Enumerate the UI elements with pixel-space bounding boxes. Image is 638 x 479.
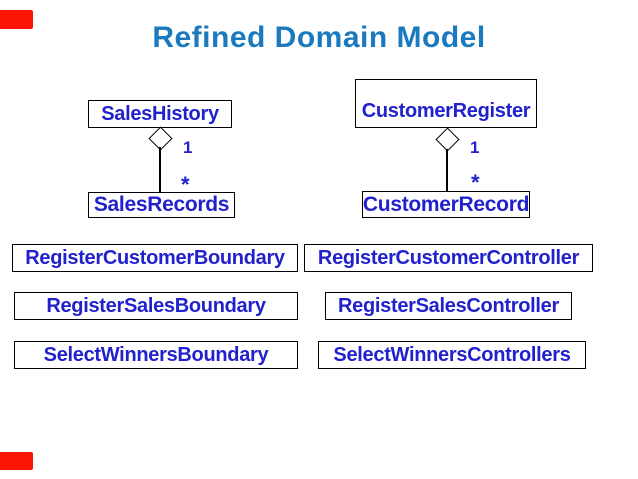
association-line xyxy=(159,147,161,193)
class-label-sales-history: SalesHistory xyxy=(101,102,219,125)
multiplicity-one-label: 1 xyxy=(183,138,193,157)
class-label: SelectWinnersBoundary xyxy=(43,343,269,366)
class-box-sales-history: SalesHistory xyxy=(88,100,232,128)
multiplicity-one-label: 1 xyxy=(470,138,480,157)
class-label-sales-records: SalesRecords xyxy=(93,193,230,216)
class-label: RegisterSalesController xyxy=(338,294,559,317)
class-box-sales-records: SalesRecords xyxy=(88,192,235,218)
class-label-customer-register: CustomerRegister xyxy=(361,100,531,122)
class-box-customer-record: CustomerRecord xyxy=(362,191,530,218)
class-box-register-customer-boundary: RegisterCustomerBoundary xyxy=(12,244,298,272)
class-box-customer-register: CustomerRegister xyxy=(355,79,537,128)
red-accent-top-bar xyxy=(0,10,33,29)
class-box-register-customer-controller: RegisterCustomerController xyxy=(304,244,593,272)
class-label-customer-record: CustomerRecord xyxy=(362,192,530,216)
aggregation-diamond-icon xyxy=(435,127,460,152)
slide-title: Refined Domain Model xyxy=(152,21,486,54)
association-line xyxy=(446,149,448,192)
class-label: SelectWinnersControllers xyxy=(333,343,571,366)
class-label: RegisterCustomerBoundary xyxy=(25,246,285,269)
multiplicity-many-label: * xyxy=(181,172,190,197)
class-box-register-sales-boundary: RegisterSalesBoundary xyxy=(14,292,298,320)
class-label: RegisterCustomerController xyxy=(317,246,580,269)
class-box-select-winners-controllers: SelectWinnersControllers xyxy=(318,341,586,369)
multiplicity-many-label: * xyxy=(471,170,480,195)
aggregation-diamond-icon xyxy=(148,126,173,151)
class-box-select-winners-boundary: SelectWinnersBoundary xyxy=(14,341,298,369)
class-box-register-sales-controller: RegisterSalesController xyxy=(325,292,572,320)
red-accent-bottom-bar xyxy=(0,452,33,470)
class-label: RegisterSalesBoundary xyxy=(46,294,266,317)
